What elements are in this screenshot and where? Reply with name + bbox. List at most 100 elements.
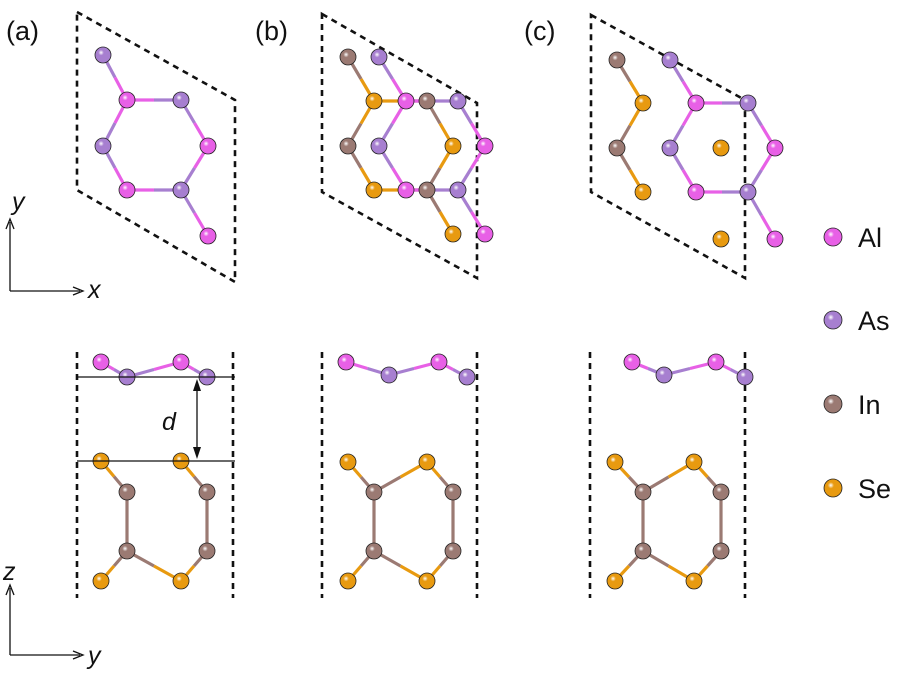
atom-al [766, 139, 784, 157]
atom-se [418, 453, 436, 471]
legend-label-in: In [858, 390, 881, 420]
atom-al [337, 353, 355, 371]
atom-se [606, 453, 624, 471]
atom-al [687, 94, 705, 112]
atom-in [712, 542, 730, 560]
atom-al [707, 353, 725, 371]
atom-as [739, 94, 757, 112]
atom-al [172, 353, 190, 371]
atom-se [634, 94, 652, 112]
atom-in [339, 48, 357, 66]
axis-label-y-top: y [10, 188, 26, 216]
atom-al [92, 353, 110, 371]
atom-al [397, 92, 415, 110]
atom-as [458, 368, 476, 386]
atom-in [365, 542, 383, 560]
atom-as [94, 137, 112, 155]
axis-label-z: z [2, 558, 16, 586]
atom-as [661, 139, 679, 157]
atom-in [198, 483, 216, 501]
atom-al [199, 227, 217, 245]
legend-atom-in-icon [823, 394, 843, 414]
axes-top-view: y x [5, 188, 102, 304]
atom-in [444, 483, 462, 501]
atom-as [172, 181, 190, 199]
atom-in [608, 51, 626, 69]
atom-al [476, 137, 494, 155]
panel-label-a: (a) [6, 16, 39, 46]
arrow-up-icon [5, 583, 15, 596]
atom-al [687, 183, 705, 201]
atom-se [444, 137, 462, 155]
atom-as [661, 51, 679, 69]
atom-al [118, 91, 136, 109]
arrow-up-icon [5, 217, 15, 230]
legend-label-as: As [858, 306, 890, 336]
arrow-right-icon [72, 286, 85, 296]
axis-label-x-top: x [87, 276, 102, 304]
atom-se [339, 572, 357, 590]
atom-in [118, 483, 136, 501]
atom-se [92, 572, 110, 590]
legend-atom-se-icon [823, 478, 843, 498]
atom-in [712, 483, 730, 501]
panel-label-c: (c) [524, 16, 555, 46]
bonds [99, 54, 777, 583]
atom-al [118, 181, 136, 199]
atom-se [418, 572, 436, 590]
atom-al [430, 353, 448, 371]
unit-cell-outline [320, 11, 479, 281]
atom-as [449, 181, 467, 199]
arrow-right-icon [72, 650, 85, 660]
legend-atom-al-icon [823, 227, 843, 247]
atom-al [623, 353, 641, 371]
atom-as [94, 46, 112, 64]
legend-atom-as-icon [823, 310, 843, 330]
atom-se [606, 572, 624, 590]
atom-as [370, 137, 388, 155]
atom-as [370, 48, 388, 66]
atom-se [712, 139, 730, 157]
atom-in [608, 139, 626, 157]
atom-se [685, 453, 703, 471]
atom-as [449, 92, 467, 110]
atom-in [418, 92, 436, 110]
atom-se [685, 572, 703, 590]
unit-cells [75, 9, 747, 598]
unit-cell-outline [589, 12, 747, 281]
atom-se [172, 572, 190, 590]
atom-as [655, 366, 673, 384]
atom-in [418, 181, 436, 199]
atom-in [634, 483, 652, 501]
atom-al [199, 137, 217, 155]
atom-as [739, 183, 757, 201]
atom-se [444, 225, 462, 243]
interlayer-distance-marker: d [77, 376, 235, 462]
atom-in [634, 542, 652, 560]
atom-al [766, 230, 784, 248]
atom-as [380, 366, 398, 384]
atoms [92, 46, 784, 590]
legend-label-se: Se [858, 474, 891, 504]
atom-al [476, 225, 494, 243]
atom-as [172, 91, 190, 109]
atom-in [339, 137, 357, 155]
atom-se [634, 183, 652, 201]
legend-label-al: Al [858, 223, 882, 253]
panel-label-b: (b) [255, 16, 288, 46]
atom-al [397, 181, 415, 199]
distance-label-d: d [162, 408, 177, 436]
atom-in [118, 542, 136, 560]
atom-in [444, 542, 462, 560]
atom-in [198, 542, 216, 560]
atom-in [365, 483, 383, 501]
atom-as [736, 368, 754, 386]
axes-side-view: z y [2, 558, 102, 670]
atom-se [712, 230, 730, 248]
unit-cell-outline [75, 9, 237, 285]
atom-se [339, 453, 357, 471]
atom-se [365, 92, 383, 110]
axis-label-y-bottom: y [86, 642, 102, 670]
atom-se [365, 181, 383, 199]
